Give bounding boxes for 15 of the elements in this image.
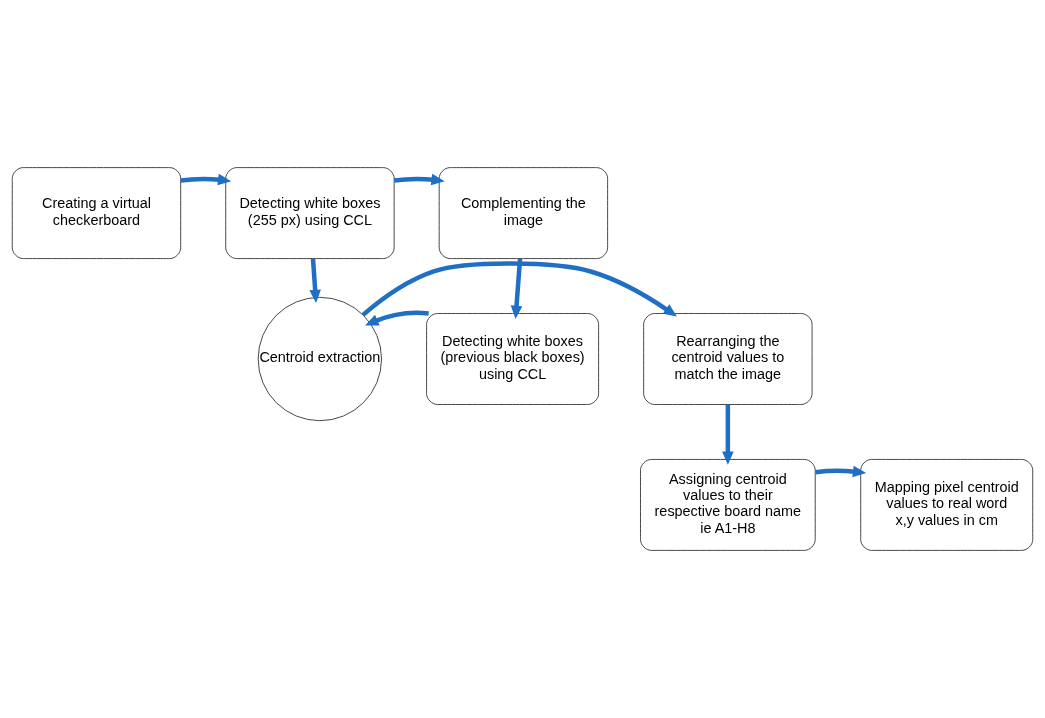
node-box: Creating a virtual checkerboard: [11, 167, 182, 259]
arrow: [722, 404, 734, 465]
node-box: Complementing the image: [438, 167, 609, 259]
node-box: Assigning centroid values to their respective board name ie A1-H8: [640, 459, 816, 551]
arrow: [361, 261, 677, 317]
node-box: Rearranging the centroid values to match the image: [643, 313, 813, 405]
node-box: Detecting white boxes (previous black boxes) using CCL: [426, 313, 600, 405]
arrow: [815, 465, 867, 478]
arrow: [393, 173, 445, 186]
node-box: Detecting white boxes (255 px) using CCL: [225, 167, 395, 259]
node-box: Mapping pixel centroid values to real word x,y values in cm: [860, 459, 1034, 551]
arrow: [510, 258, 523, 319]
arrow: [180, 173, 232, 186]
arrow: [365, 310, 429, 326]
arrow: [309, 258, 321, 304]
